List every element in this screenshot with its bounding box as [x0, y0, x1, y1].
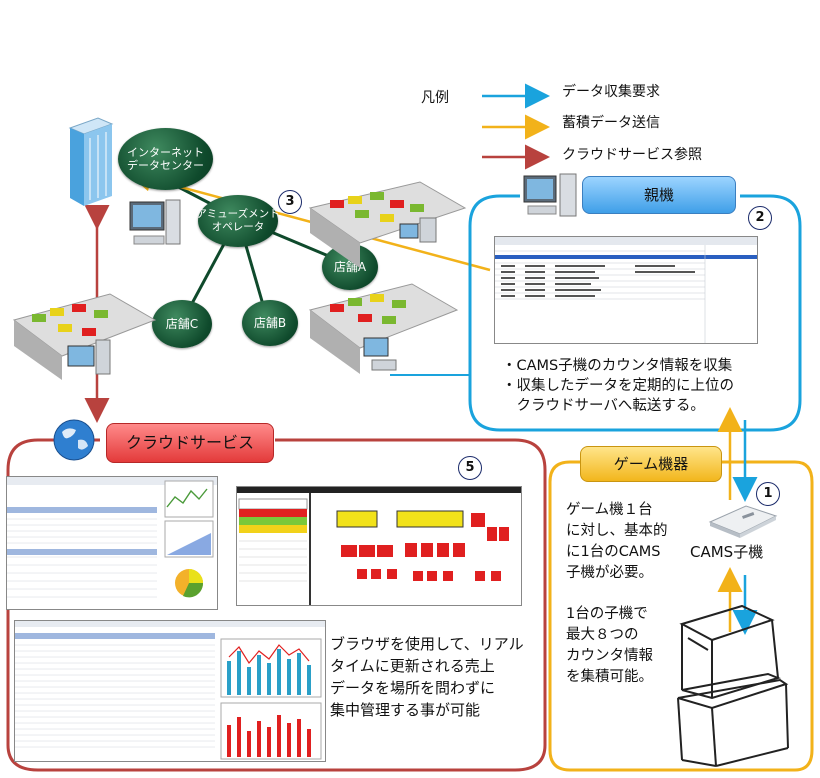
cloud-screen-floormap [236, 486, 522, 606]
game-machine-icon [677, 604, 789, 767]
game-text1-4: 子機が必要。 [566, 565, 653, 581]
cloud-service-label: クラウドサービス [106, 423, 274, 463]
marker-5: 5 [458, 456, 482, 480]
cloud-text-2: タイムに更新される売上 [330, 657, 495, 675]
marker-1: 1 [756, 482, 780, 506]
parent-screen-table [494, 236, 758, 344]
node-store-c: 店舗C [152, 300, 212, 348]
node-store-b: 店舗B [242, 300, 298, 346]
store-c-floor-icon [12, 293, 157, 380]
parent-bullet-1: ・CAMS子機のカウンタ情報を収集 [502, 358, 733, 374]
game-text2-2: 最大８つの [566, 627, 639, 643]
parent-label: 親機 [582, 176, 736, 214]
legend-item-cloud-ref: クラウドサービス参照 [562, 147, 702, 163]
marker-3: 3 [278, 190, 302, 214]
node-datacenter: インターネット データセンター [118, 128, 213, 190]
cloud-text-4: 集中管理する事が可能 [330, 701, 481, 719]
globe-icon [53, 419, 95, 461]
game-box-outline [548, 460, 814, 772]
parent-bullet-3: クラウドサーバへ転送する。 [502, 398, 705, 414]
marker-2: 2 [748, 206, 772, 230]
parent-box-outline [468, 194, 802, 432]
legend-item-data-request: データ収集要求 [562, 84, 660, 100]
game-text2-1: 1台の子機で [566, 606, 648, 622]
store-a-floor-icon [308, 181, 467, 268]
game-device-label: ゲーム機器 [580, 446, 722, 482]
cloud-screen-sales [14, 620, 326, 762]
datacenter-building-icon [68, 117, 114, 206]
game-text1-2: に対し、基本的 [566, 523, 668, 539]
cams-child-device-icon [708, 505, 778, 538]
node-operator: アミューズメント オペレータ [196, 195, 280, 247]
cams-child-label: CAMS子機 [690, 543, 764, 561]
store-b-floor-icon [308, 283, 459, 374]
legend-item-data-send: 蓄積データ送信 [562, 115, 660, 131]
legend-title: 凡例 [421, 90, 449, 106]
game-text1-3: に1台のCAMS [566, 544, 661, 560]
cloud-box-outline [6, 438, 547, 772]
cloud-text-3: データを場所を問わずに [330, 679, 496, 697]
parent-pc-icon [523, 173, 577, 217]
game-text2-4: を集積可能。 [566, 669, 653, 685]
operator-pc-icon [129, 199, 181, 245]
game-text1-1: ゲーム機１台 [566, 502, 653, 518]
parent-bullet-2: ・収集したデータを定期的に上位の [502, 378, 734, 394]
cloud-text-1: ブラウザを使用して、リアル [330, 635, 524, 653]
cloud-screen-dashboard [6, 476, 218, 610]
game-text2-3: カウンタ情報 [566, 648, 653, 664]
